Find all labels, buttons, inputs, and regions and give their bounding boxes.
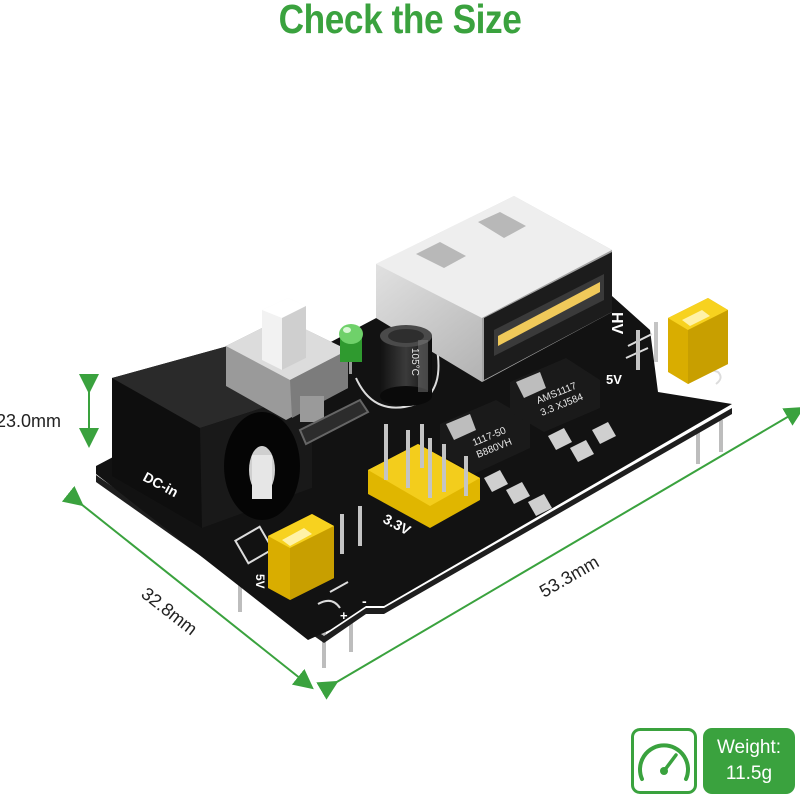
green-led (339, 324, 363, 374)
svg-text:+: + (340, 608, 348, 623)
weight-badge: Weight: 11.5g (703, 728, 795, 794)
jumper-right: 5V + - (606, 298, 742, 403)
svg-text:+: + (720, 389, 727, 403)
weight-badge-icon-box (631, 728, 697, 794)
usb-port: HV (376, 196, 625, 382)
svg-text:HV: HV (608, 312, 625, 335)
electrolytic-capacitor: 105°C (380, 325, 432, 406)
dimension-height: 23.0mm (0, 374, 99, 448)
svg-text:-: - (362, 593, 367, 609)
capacitor-rating: 105°C (409, 348, 420, 376)
height-label: 23.0mm (0, 411, 61, 431)
weight-label: Weight: (716, 737, 782, 758)
gauge-icon (638, 743, 690, 781)
rail-label-5v: 5V (606, 372, 622, 387)
svg-text:5V: 5V (253, 574, 267, 589)
svg-text:-: - (738, 376, 742, 391)
page-title: Check the Size (278, 0, 522, 42)
weight-value: 11.5g (725, 763, 773, 784)
